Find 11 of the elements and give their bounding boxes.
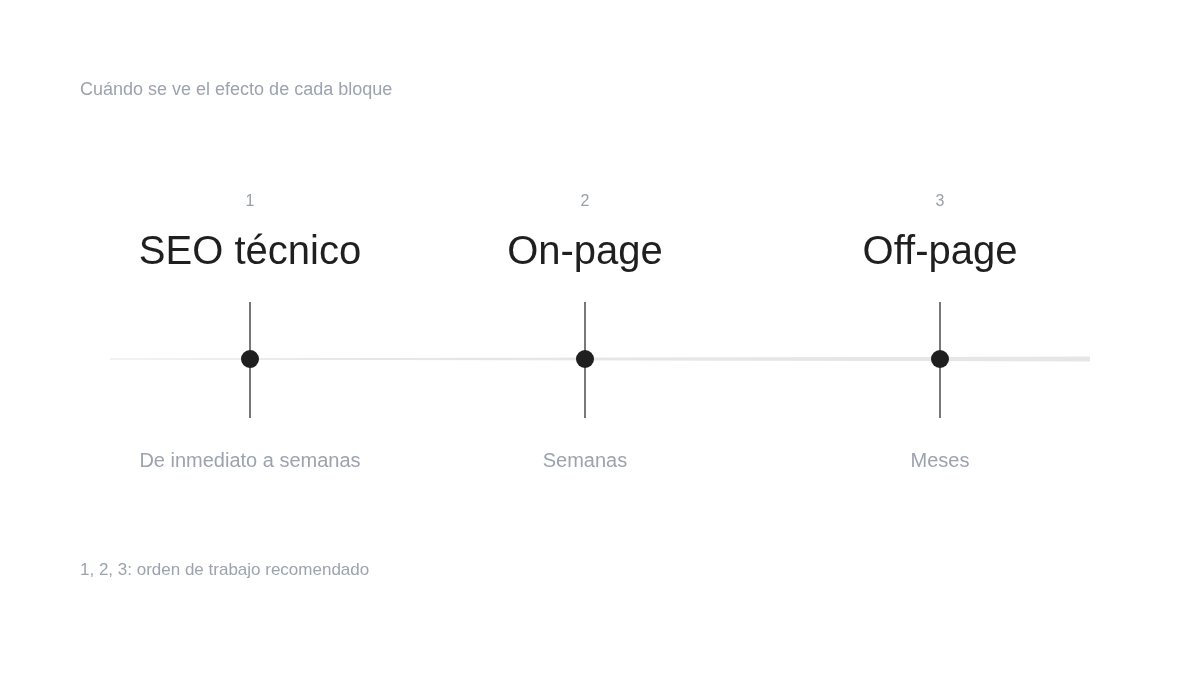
milestone-title: Off-page (862, 227, 1018, 273)
step-number: 2 (580, 191, 590, 211)
duration-label: De inmediato a semanas (139, 448, 361, 472)
duration-label: Meses (910, 448, 970, 472)
step-number: 3 (935, 191, 945, 211)
milestone-title: SEO técnico (138, 227, 362, 273)
duration-label: Semanas (542, 448, 628, 472)
milestone-title: On-page (507, 227, 663, 273)
footnote: 1, 2, 3: orden de trabajo recomendado (80, 560, 370, 580)
step-number: 1 (245, 191, 255, 211)
diagram-title: Cuándo se ve el efecto de cada bloque (80, 78, 393, 100)
